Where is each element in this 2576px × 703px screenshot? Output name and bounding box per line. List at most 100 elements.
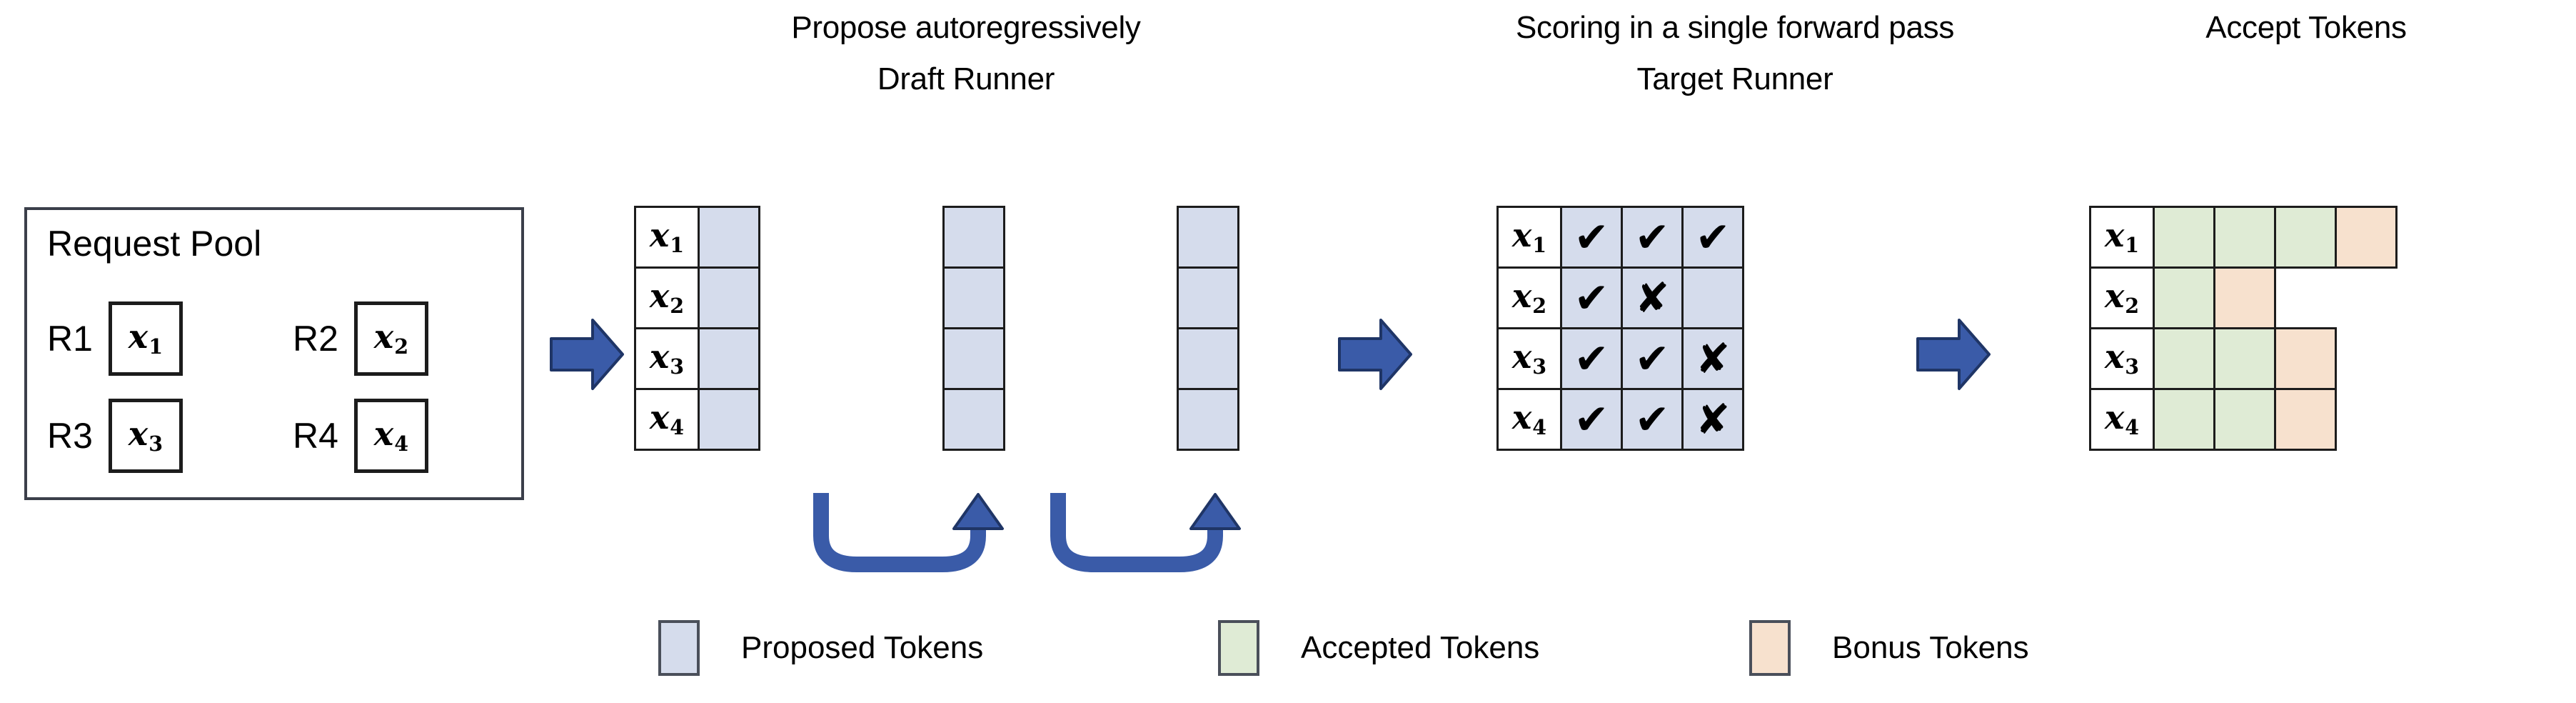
accept-tokens-title: Accept Tokens (2205, 10, 2407, 45)
draft-cell[interactable] (1177, 206, 1239, 269)
target-runner-matrix: x1 ✔ ✔ ✔ x2 ✔ ✘ x3 ✔ ✔ ✘ x4 ✔ ✔ ✘ (1496, 206, 1744, 451)
legend-swatch-proposed (658, 620, 700, 676)
request-token-box-r4: x4 (353, 399, 428, 473)
draft-cell[interactable] (942, 327, 1005, 390)
accept-cell-accepted[interactable] (2213, 327, 2276, 390)
target-row-label-x3: x3 (1496, 327, 1562, 390)
accept-row-label-x1: x1 (2089, 206, 2155, 269)
draft-cell[interactable] (942, 206, 1005, 269)
legend-swatch-bonus (1749, 620, 1791, 676)
request-item-r4[interactable]: R4 x4 (293, 399, 428, 473)
draft-row-label-x1: x1 (634, 206, 700, 269)
table-row: x1 (2089, 206, 2398, 269)
table-row: x4 ✔ ✔ ✘ (1496, 388, 1744, 451)
autoregressive-loop-arrow-icon-1 (800, 493, 1014, 589)
token-x2: x2 (373, 317, 409, 359)
request-item-r2[interactable]: R2 x2 (293, 301, 428, 376)
draft-runner-title: Draft Runner (877, 61, 1055, 96)
table-row: x3 (2089, 327, 2398, 390)
request-label-r2: R2 (293, 319, 338, 359)
legend: Proposed Tokens Accepted Tokens Bonus To… (0, 613, 2576, 692)
token-x3: x3 (128, 414, 163, 457)
target-cell-check-icon[interactable]: ✔ (1621, 327, 1684, 390)
accept-cell-bonus[interactable] (2213, 266, 2276, 329)
legend-swatch-accepted (1218, 620, 1259, 676)
autoregressive-loop-arrow-icon-2 (1037, 493, 1251, 589)
accept-cell-accepted[interactable] (2213, 206, 2276, 269)
draft-cell[interactable] (942, 266, 1005, 329)
accept-cell-accepted[interactable] (2153, 327, 2215, 390)
accept-cell-accepted[interactable] (2153, 388, 2215, 451)
target-cell-check-icon[interactable]: ✔ (1560, 266, 1623, 329)
target-cell-check-icon[interactable]: ✔ (1560, 327, 1623, 390)
draft-cell[interactable] (1177, 388, 1239, 451)
target-cell-cross-icon[interactable]: ✘ (1681, 327, 1744, 390)
draft-proposal-column-2[interactable] (942, 206, 1005, 451)
accept-row-label-x3: x3 (2089, 327, 2155, 390)
request-item-r3[interactable]: R3 x3 (47, 399, 183, 473)
accept-cell-bonus[interactable] (2335, 206, 2398, 269)
accept-cell-accepted[interactable] (2153, 206, 2215, 269)
target-row-label-x1: x1 (1496, 206, 1562, 269)
table-row: x4 (2089, 388, 2398, 451)
target-row-label-x2: x2 (1496, 266, 1562, 329)
token-x1: x1 (128, 317, 163, 359)
target-cell-cross-icon[interactable]: ✘ (1681, 388, 1744, 451)
accept-row-label-x2: x2 (2089, 266, 2155, 329)
request-pool-title: Request Pool (47, 224, 262, 264)
request-pool-panel: Request Pool R1 x1 R2 x2 R3 x3 R4 x4 (24, 207, 524, 500)
flow-arrow-icon-2 (1337, 314, 1414, 394)
legend-item-accepted: Accepted Tokens (1218, 620, 1539, 676)
target-cell-cross-icon[interactable]: ✘ (1621, 266, 1684, 329)
draft-row-label-x4: x4 (634, 388, 700, 451)
request-label-r4: R4 (293, 416, 338, 456)
request-token-box-r1: x1 (108, 301, 183, 376)
target-cell-check-icon[interactable]: ✔ (1681, 206, 1744, 269)
accept-cell-bonus[interactable] (2274, 327, 2337, 390)
target-runner-caption: Scoring in a single forward pass (1515, 10, 1955, 45)
table-row: x1 ✔ ✔ ✔ (1496, 206, 1744, 269)
legend-item-bonus: Bonus Tokens (1749, 620, 2029, 676)
draft-cell[interactable] (698, 206, 760, 269)
target-runner-title: Target Runner (1636, 61, 1833, 96)
table-row: x3 ✔ ✔ ✘ (1496, 327, 1744, 390)
draft-runner-caption: Propose autoregressively (791, 10, 1141, 45)
draft-cell[interactable] (1177, 266, 1239, 329)
request-token-box-r2: x2 (353, 301, 428, 376)
draft-cell[interactable] (698, 388, 760, 451)
draft-cell[interactable] (1177, 327, 1239, 390)
table-row: x2 (2089, 266, 2398, 329)
accept-tokens-matrix: x1 x2 x3 x4 (2089, 206, 2398, 451)
draft-cell[interactable] (698, 266, 760, 329)
table-row: x2 ✔ ✘ (1496, 266, 1744, 329)
target-cell-check-icon[interactable]: ✔ (1560, 388, 1623, 451)
legend-item-proposed: Proposed Tokens (658, 620, 983, 676)
accept-cell-accepted[interactable] (2213, 388, 2276, 451)
draft-cell[interactable] (698, 327, 760, 390)
draft-runner-label-column: x1 x2 x3 x4 (634, 206, 700, 451)
target-row-label-x4: x4 (1496, 388, 1562, 451)
request-item-r1[interactable]: R1 x1 (47, 301, 183, 376)
request-label-r3: R3 (47, 416, 93, 456)
draft-proposal-column-3[interactable] (1177, 206, 1239, 451)
target-cell-check-icon[interactable]: ✔ (1621, 206, 1684, 269)
legend-label-accepted: Accepted Tokens (1301, 630, 1540, 665)
accept-row-label-x4: x4 (2089, 388, 2155, 451)
legend-label-bonus: Bonus Tokens (1832, 630, 2029, 665)
request-label-r1: R1 (47, 319, 93, 359)
target-cell-check-icon[interactable]: ✔ (1560, 206, 1623, 269)
accept-cell-accepted[interactable] (2153, 266, 2215, 329)
draft-row-label-x2: x2 (634, 266, 700, 329)
flow-arrow-icon-3 (1915, 314, 1992, 394)
accept-cell-bonus[interactable] (2274, 388, 2337, 451)
legend-label-proposed: Proposed Tokens (741, 630, 984, 665)
draft-cell[interactable] (942, 388, 1005, 451)
request-token-box-r3: x3 (108, 399, 183, 473)
draft-proposal-column-1[interactable] (698, 206, 760, 451)
target-cell-check-icon[interactable]: ✔ (1621, 388, 1684, 451)
flow-arrow-icon-1 (548, 314, 625, 394)
draft-row-label-x3: x3 (634, 327, 700, 390)
token-x4: x4 (373, 414, 409, 457)
accept-cell-accepted[interactable] (2274, 206, 2337, 269)
target-cell-empty[interactable] (1681, 266, 1744, 329)
